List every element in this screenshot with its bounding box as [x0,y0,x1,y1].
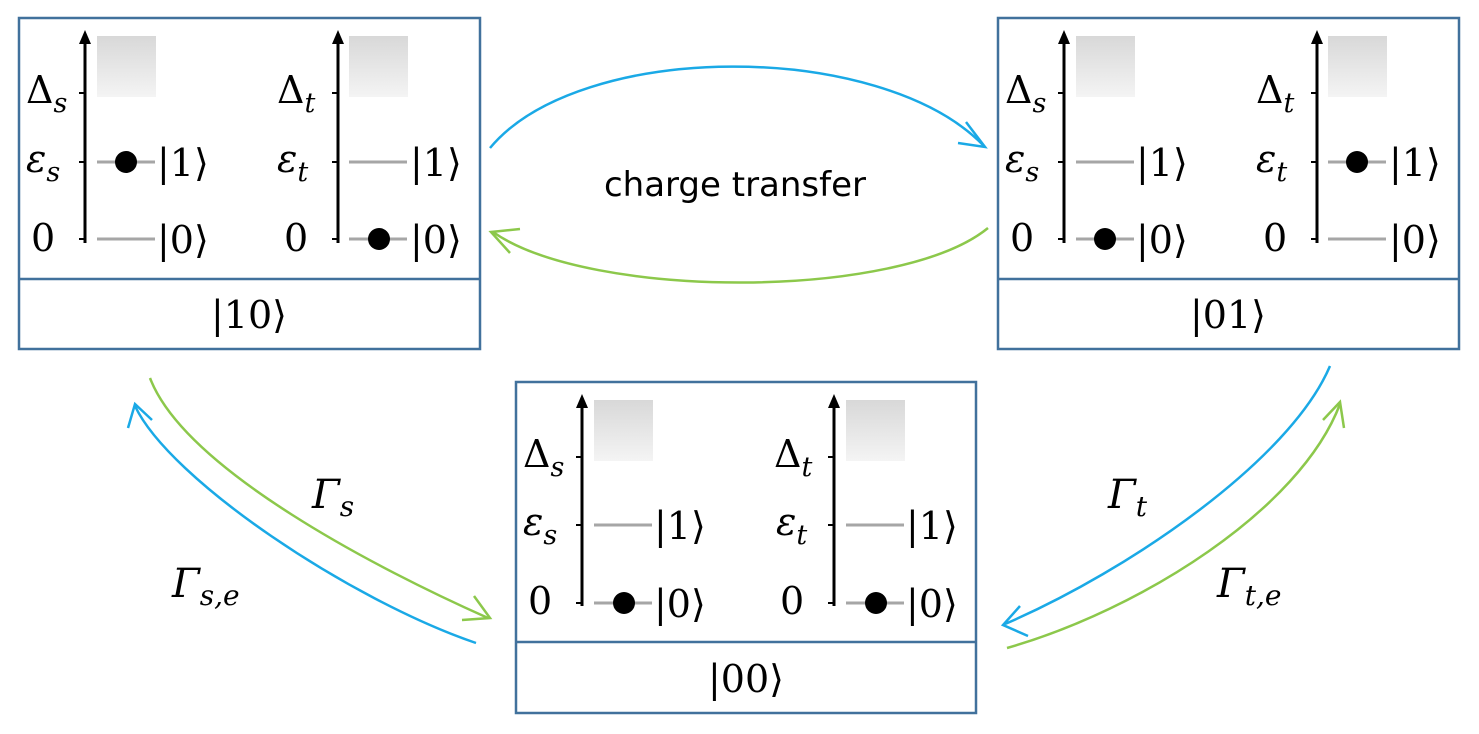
state-box-border [17,16,482,351]
rate-gamma-s: Γs [311,472,354,523]
rate-gamma-t: Γt [1107,472,1148,523]
zero-label: 0 [1263,216,1287,260]
ket-1-label: |1⟩ [157,141,209,185]
gap-label: Δt [774,432,812,483]
state-label: |10⟩ [211,293,287,337]
zero-label: 0 [284,216,308,260]
blue-arrowhead [957,121,988,149]
band-gap-block [1076,36,1135,97]
ket-1-label: |1⟩ [906,504,958,548]
level-energy-label: εt [277,137,308,188]
level-energy-label: εt [1256,137,1287,188]
left-rate-arrows: Γs Γs,e [126,377,493,645]
electron-dot [1346,151,1368,173]
right-rate-arrows: Γt Γt,e [1000,365,1346,650]
energy-axis-arrowhead [576,394,588,408]
blue-arrow-00-to-10 [133,405,477,645]
ket-1-label: |1⟩ [654,504,706,548]
energy-axis-arrowhead [828,394,840,408]
green-arrow-01-to-10 [492,227,989,284]
band-gap-block [349,36,408,97]
state-label: |01⟩ [1190,293,1266,337]
energy-panel-s: Δs εs 0 |1⟩ |0⟩ [26,30,209,262]
energy-panel-t: Δt εt 0 |1⟩ |0⟩ [277,30,462,262]
blue-arrow-10-to-01 [489,65,984,149]
green-arrowhead [461,595,493,622]
green-arrow-00-to-01 [1006,403,1342,650]
state-box-00: |00⟩ Δs εs 0 |1⟩ |0⟩ [514,380,978,715]
energy-axis-arrowhead [332,30,344,44]
electron-dot [1094,228,1116,250]
electron-dot [115,151,137,173]
energy-axis-arrowhead [1058,30,1070,44]
gap-label: Δt [277,68,315,119]
ket-0-label: |0⟩ [157,218,209,262]
electron-dot [368,228,390,250]
energy-panel-s: Δs εs 0 |1⟩ |0⟩ [523,394,706,626]
band-gap-block [594,400,653,461]
ket-1-label: |1⟩ [1136,141,1188,185]
ket-1-label: |1⟩ [1389,141,1441,185]
zero-label: 0 [1010,216,1034,260]
blue-arrowhead [1000,605,1029,638]
electron-dot [613,592,635,614]
energy-panel-t: Δt εt 0 |1⟩ |0⟩ [774,394,958,626]
energy-panel-t: Δt εt 0 |1⟩ |0⟩ [1256,30,1441,262]
zero-label: 0 [780,579,804,623]
green-arrow-10-to-00 [148,377,489,620]
ket-0-label: |0⟩ [906,582,958,626]
charge-transfer-label: charge transfer [604,165,866,205]
gap-label: Δs [1005,68,1046,119]
state-box-border [996,16,1461,351]
energy-axis-arrowhead [1311,30,1323,44]
band-gap-block [846,400,905,461]
state-box-10: |10⟩ Δs εs 0 |1⟩ |0⟩ [17,16,482,351]
zero-label: 0 [31,216,55,260]
gap-label: Δs [523,432,564,483]
state-box-01: |01⟩ Δs εs 0 |1⟩ |0⟩ [996,16,1461,351]
level-energy-label: εt [776,500,807,551]
electron-dot [865,592,887,614]
blue-arrowhead [126,401,153,429]
level-energy-label: εs [523,500,557,551]
blue-arrow-01-to-00 [1004,365,1332,626]
ket-0-label: |0⟩ [1136,218,1188,262]
ket-0-label: |0⟩ [654,582,706,626]
state-label: |00⟩ [708,657,784,701]
green-arrowhead [488,227,521,254]
energy-panel-s: Δs εs 0 |1⟩ |0⟩ [1005,30,1188,262]
charge-transfer-arrows: charge transfer [488,65,989,284]
zero-label: 0 [528,579,552,623]
gap-label: Δs [26,68,67,119]
ket-1-label: |1⟩ [410,141,462,185]
state-box-border [514,380,978,715]
green-arrowhead [1322,399,1346,429]
gap-label: Δt [1256,68,1294,119]
ket-0-label: |0⟩ [1389,218,1441,262]
energy-axis-arrowhead [79,30,91,44]
level-energy-label: εs [1005,137,1039,188]
rate-gamma-t-e: Γt,e [1216,561,1282,612]
ket-0-label: |0⟩ [410,218,462,262]
rate-gamma-s-e: Γs,e [171,561,240,612]
level-energy-label: εs [26,137,60,188]
band-gap-block [97,36,156,97]
band-gap-block [1328,36,1387,97]
